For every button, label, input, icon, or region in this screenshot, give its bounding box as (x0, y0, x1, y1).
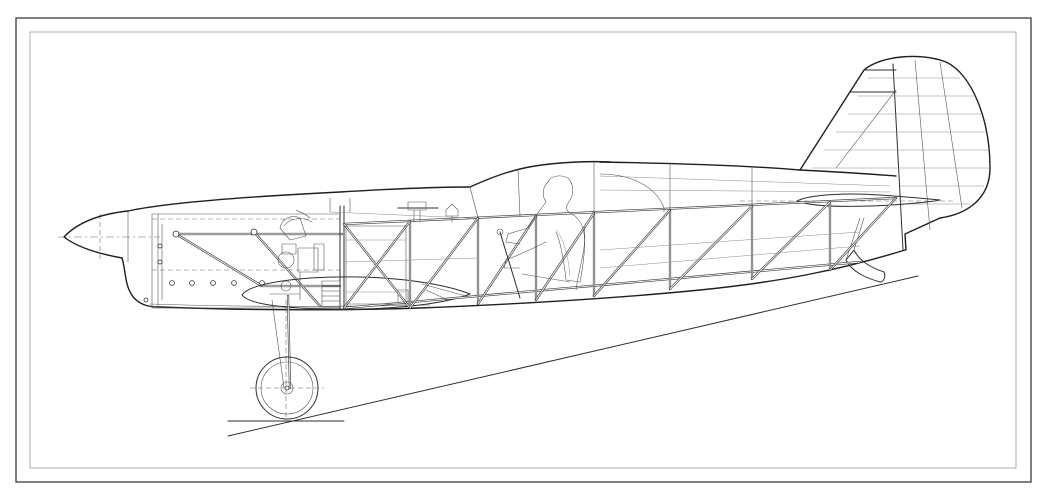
fuselage-outline (63, 55, 991, 311)
cockpit (397, 169, 665, 301)
inner-border (29, 31, 1017, 469)
fuel-tank-bay (283, 197, 471, 305)
tail-skid (845, 217, 886, 283)
engine-bay (143, 205, 345, 311)
fuselage-truss (342, 161, 898, 310)
outer-border (15, 17, 1032, 483)
stabilizer-section (796, 193, 941, 207)
wing-section (241, 276, 471, 310)
ground-line (227, 275, 919, 437)
main-landing-gear (250, 294, 324, 420)
